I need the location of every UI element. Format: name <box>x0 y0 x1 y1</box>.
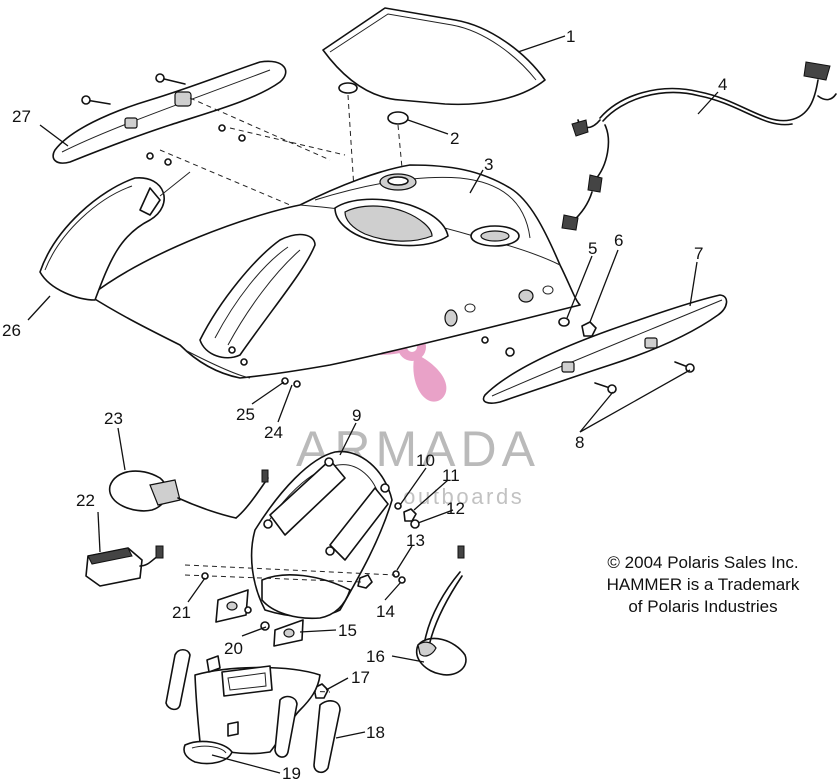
part-16-right-turn-signal <box>415 545 467 676</box>
callout-27: 27 <box>12 107 31 126</box>
part-8-screws <box>594 361 695 394</box>
part-4-wiring-harness <box>561 61 837 231</box>
callout-9: 9 <box>352 406 361 425</box>
copyright-line-1: © 2004 Polaris Sales Inc. <box>607 553 799 572</box>
callout-labels: 1 2 3 4 5 6 7 8 9 10 11 12 13 14 15 16 1… <box>2 27 727 783</box>
part-6-nut <box>581 321 597 337</box>
copyright-line-3: of Polaris Industries <box>628 597 778 616</box>
callout-13: 13 <box>406 531 425 550</box>
callout-22: 22 <box>76 491 95 510</box>
part-23-left-turn-signal <box>109 469 269 519</box>
callout-15: 15 <box>338 621 357 640</box>
part-1-top-panel <box>322 7 546 106</box>
callout-17: 17 <box>351 668 370 687</box>
callout-1: 1 <box>566 27 575 46</box>
part-24-25-fasteners <box>228 336 515 388</box>
part-15-reflector <box>273 619 304 647</box>
callout-4: 4 <box>718 75 727 94</box>
callout-21: 21 <box>172 603 191 622</box>
callout-6: 6 <box>614 231 623 250</box>
callout-12: 12 <box>446 499 465 518</box>
leader-lines <box>27 35 719 774</box>
callout-11: 11 <box>442 466 460 485</box>
callout-14: 14 <box>376 602 395 621</box>
callout-19: 19 <box>282 764 301 783</box>
part-26-front-cowl <box>39 171 191 301</box>
part-22-marker-light <box>85 545 164 587</box>
part-7-right-side-panel <box>482 294 728 404</box>
callout-3: 3 <box>484 155 493 174</box>
callout-23: 23 <box>104 409 123 428</box>
callout-7: 7 <box>694 244 703 263</box>
copyright-line-2: HAMMER is a Trademark <box>606 575 800 594</box>
part-13-14-hardware <box>184 564 406 589</box>
callout-18: 18 <box>366 723 385 742</box>
callout-20: 20 <box>224 639 243 658</box>
callout-2: 2 <box>450 129 459 148</box>
callout-5: 5 <box>588 239 597 258</box>
part-9-light-bracket <box>250 450 393 620</box>
callout-10: 10 <box>416 451 435 470</box>
callout-16: 16 <box>366 647 385 666</box>
part-18-19-lower-fascia <box>165 648 341 774</box>
part-27-left-side-panel <box>52 60 287 164</box>
part-5-washer <box>558 317 570 327</box>
copyright-notice: © 2004 Polaris Sales Inc. HAMMER is a Tr… <box>578 552 828 618</box>
callout-8: 8 <box>575 433 584 452</box>
part-3-hood <box>89 164 581 379</box>
part-2-grommets <box>338 82 409 125</box>
callout-26: 26 <box>2 321 21 340</box>
callout-24: 24 <box>264 423 283 442</box>
part-10-11-12-hardware <box>394 502 420 529</box>
callout-25: 25 <box>236 405 255 424</box>
